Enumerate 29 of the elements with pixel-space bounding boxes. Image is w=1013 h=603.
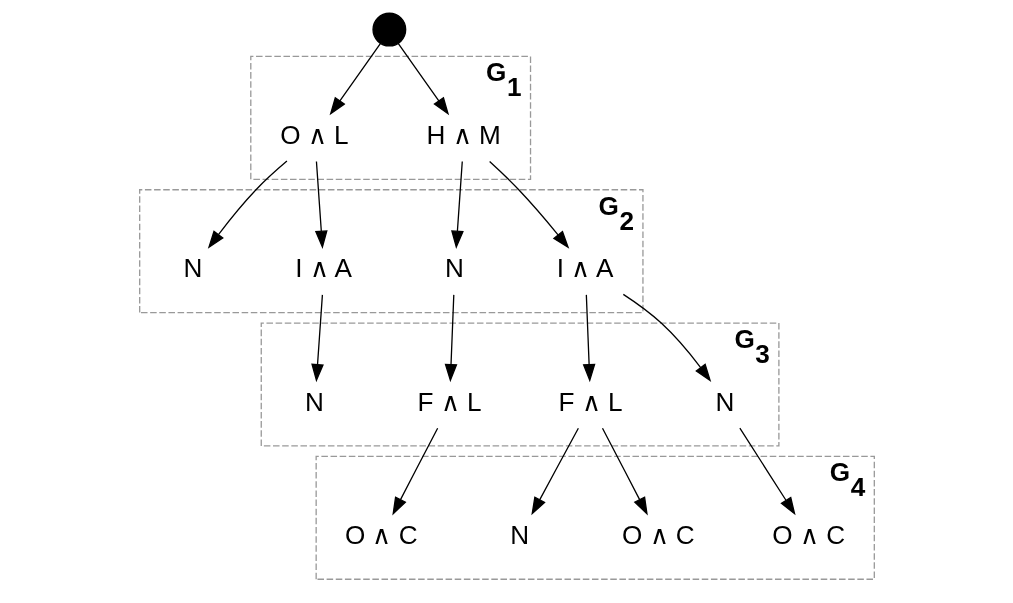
arrow: [444, 294, 457, 383]
arrow: [314, 160, 328, 249]
node-text: N: [714, 386, 734, 417]
arrow: [582, 294, 595, 383]
arrow: [622, 293, 711, 382]
node-text: F ∧ L: [558, 386, 623, 417]
node-text: H ∧ M: [426, 119, 501, 150]
node-text: N: [182, 253, 202, 284]
arrow: [601, 427, 648, 516]
arrow: [397, 42, 449, 116]
node-text: O ∧ L: [279, 119, 349, 150]
node-text: N: [444, 253, 464, 284]
arrow: [450, 160, 464, 249]
arrow: [310, 294, 324, 383]
arrow: [391, 427, 438, 516]
node-text: I ∧ A: [556, 253, 613, 284]
node-text: I ∧ A: [294, 253, 352, 284]
node-text: O ∧ C: [621, 519, 695, 550]
arrow: [530, 427, 579, 516]
node-text: N: [304, 386, 324, 417]
node-text: O ∧ C: [771, 519, 845, 550]
node-text: O ∧ C: [344, 519, 418, 550]
node-circle: [371, 12, 406, 47]
arrow: [207, 160, 288, 249]
node-text: F ∧ L: [416, 386, 481, 417]
arrow: [488, 160, 569, 249]
arrow: [738, 427, 796, 516]
arrow: [329, 42, 381, 116]
node-text: N: [509, 519, 529, 550]
